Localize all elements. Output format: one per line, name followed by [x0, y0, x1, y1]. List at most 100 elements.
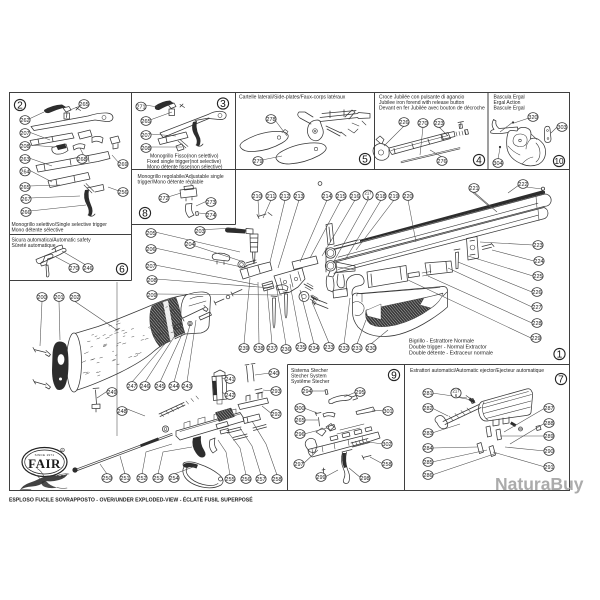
svg-text:5: 5: [362, 155, 368, 166]
svg-text:250: 250: [102, 476, 111, 482]
svg-text:265: 265: [295, 418, 304, 424]
svg-text:203: 203: [195, 229, 204, 235]
svg-text:246: 246: [83, 266, 92, 272]
svg-text:238: 238: [254, 346, 263, 352]
svg-text:224: 224: [534, 259, 543, 265]
svg-text:284: 284: [423, 446, 432, 452]
svg-text:Systême Stecher: Systême Stecher: [291, 379, 330, 385]
svg-text:Cartelle laterali/Side-plates/: Cartelle laterali/Side-plates/Faux-corps…: [239, 95, 346, 101]
svg-text:269: 269: [118, 162, 127, 168]
svg-text:236: 236: [281, 347, 290, 353]
svg-text:253: 253: [153, 476, 162, 482]
svg-text:6: 6: [455, 393, 458, 398]
svg-text:242: 242: [225, 393, 234, 399]
svg-text:232: 232: [339, 346, 348, 352]
svg-text:Monogrillo Fisso(non selettivo: Monogrillo Fisso(non selettivo): [150, 154, 219, 160]
svg-text:293: 293: [271, 389, 280, 395]
svg-text:247: 247: [127, 384, 136, 390]
svg-text:287: 287: [544, 406, 553, 412]
svg-text:246: 246: [140, 384, 149, 390]
svg-text:265: 265: [20, 185, 29, 191]
svg-text:Devant en fer Jubilée avec bou: Devant en fer Jubilée avec bouton de déc…: [379, 106, 485, 112]
svg-text:9: 9: [391, 371, 397, 382]
svg-text:301: 301: [383, 409, 392, 415]
svg-text:219: 219: [389, 194, 398, 200]
svg-text:Stecher System: Stecher System: [291, 374, 327, 380]
svg-text:Jubilee iron forend with relea: Jubilee iron forend with release button: [379, 100, 464, 106]
svg-text:272: 272: [159, 196, 168, 202]
svg-text:Sicura automatica/Automatic sa: Sicura automatica/Automatic safety: [12, 238, 92, 244]
svg-text:214: 214: [322, 194, 331, 200]
svg-text:282: 282: [423, 406, 432, 412]
svg-text:217: 217: [453, 389, 461, 394]
svg-text:Monogrillo selettivo/Single se: Monogrillo selettivo/Single selective tr…: [12, 222, 108, 228]
svg-text:Bascule Ergal: Bascule Ergal: [494, 106, 525, 112]
svg-text:258: 258: [272, 477, 281, 483]
svg-text:296: 296: [295, 432, 304, 438]
svg-text:226: 226: [399, 120, 408, 126]
svg-text:264: 264: [20, 170, 29, 176]
svg-text:268: 268: [77, 157, 86, 163]
svg-text:252: 252: [137, 476, 146, 482]
svg-text:298: 298: [360, 476, 369, 482]
svg-text:202: 202: [70, 295, 79, 301]
svg-text:304: 304: [493, 161, 502, 167]
svg-text:248: 248: [117, 409, 126, 415]
svg-text:207: 207: [20, 131, 29, 137]
svg-text:220: 220: [403, 194, 412, 200]
svg-text:208: 208: [141, 146, 150, 152]
svg-text:229: 229: [531, 336, 540, 342]
svg-text:204: 204: [185, 242, 194, 248]
svg-text:201: 201: [54, 295, 63, 301]
svg-text:208: 208: [147, 278, 156, 284]
svg-text:231: 231: [352, 346, 361, 352]
svg-text:286: 286: [423, 473, 432, 479]
svg-text:243: 243: [182, 384, 191, 390]
svg-text:Croce Jubilée con pulsante di: Croce Jubilée con pulsante di agancio: [379, 95, 464, 101]
svg-text:240: 240: [269, 371, 278, 377]
svg-text:262: 262: [20, 118, 29, 124]
svg-text:2: 2: [17, 101, 23, 112]
svg-text:251: 251: [120, 476, 129, 482]
svg-text:276: 276: [437, 159, 446, 165]
svg-text:271: 271: [136, 105, 145, 111]
svg-text:ESPLOSO FUCILE SOVRAPPOSTO - O: ESPLOSO FUCILE SOVRAPPOSTO - OVER/UNDER …: [9, 496, 253, 504]
svg-text:6: 6: [367, 195, 370, 200]
svg-text:210: 210: [252, 194, 261, 200]
svg-text:273: 273: [206, 200, 215, 206]
svg-text:221: 221: [469, 186, 478, 192]
svg-text:SINCE 1971: SINCE 1971: [35, 453, 55, 457]
svg-text:217: 217: [365, 191, 373, 196]
svg-text:223: 223: [533, 243, 542, 249]
svg-text:Mono détente fisse(non sélecti: Mono détente fisse(non sélective): [147, 165, 223, 171]
svg-text:245: 245: [155, 384, 164, 390]
svg-text:Bigrillo - Estrattore Normale: Bigrillo - Estrattore Normale: [409, 339, 474, 345]
svg-text:212: 212: [280, 194, 289, 200]
svg-text:209: 209: [147, 293, 156, 299]
svg-text:281: 281: [423, 391, 432, 397]
svg-text:227: 227: [532, 305, 541, 311]
svg-text:Double détente - Extraceur nor: Double détente - Extraceur normale: [409, 351, 493, 357]
svg-text:1: 1: [557, 350, 563, 361]
svg-text:270: 270: [69, 266, 78, 272]
svg-text:8: 8: [142, 209, 148, 220]
svg-text:207: 207: [141, 133, 150, 139]
svg-text:208: 208: [20, 144, 29, 150]
svg-text:285: 285: [423, 460, 432, 466]
svg-text:274: 274: [206, 213, 215, 219]
svg-text:256: 256: [118, 190, 127, 196]
svg-text:290: 290: [544, 449, 553, 455]
svg-text:292: 292: [271, 412, 280, 418]
svg-text:Estrattori automatici/Automati: Estrattori automatici/Automatic ejector/…: [410, 368, 544, 374]
svg-text:222: 222: [518, 182, 527, 188]
svg-text:trigger/Mono détente réglable: trigger/Mono détente réglable: [138, 180, 204, 186]
svg-text:4: 4: [476, 156, 482, 167]
svg-text:291: 291: [544, 465, 553, 471]
svg-text:266: 266: [21, 210, 30, 216]
svg-text:216: 216: [350, 194, 359, 200]
svg-text:234: 234: [309, 346, 318, 352]
svg-text:265: 265: [141, 119, 150, 125]
svg-text:267: 267: [21, 197, 30, 203]
svg-text:226: 226: [532, 290, 541, 296]
svg-text:Bascula Ergal: Bascula Ergal: [494, 95, 525, 101]
